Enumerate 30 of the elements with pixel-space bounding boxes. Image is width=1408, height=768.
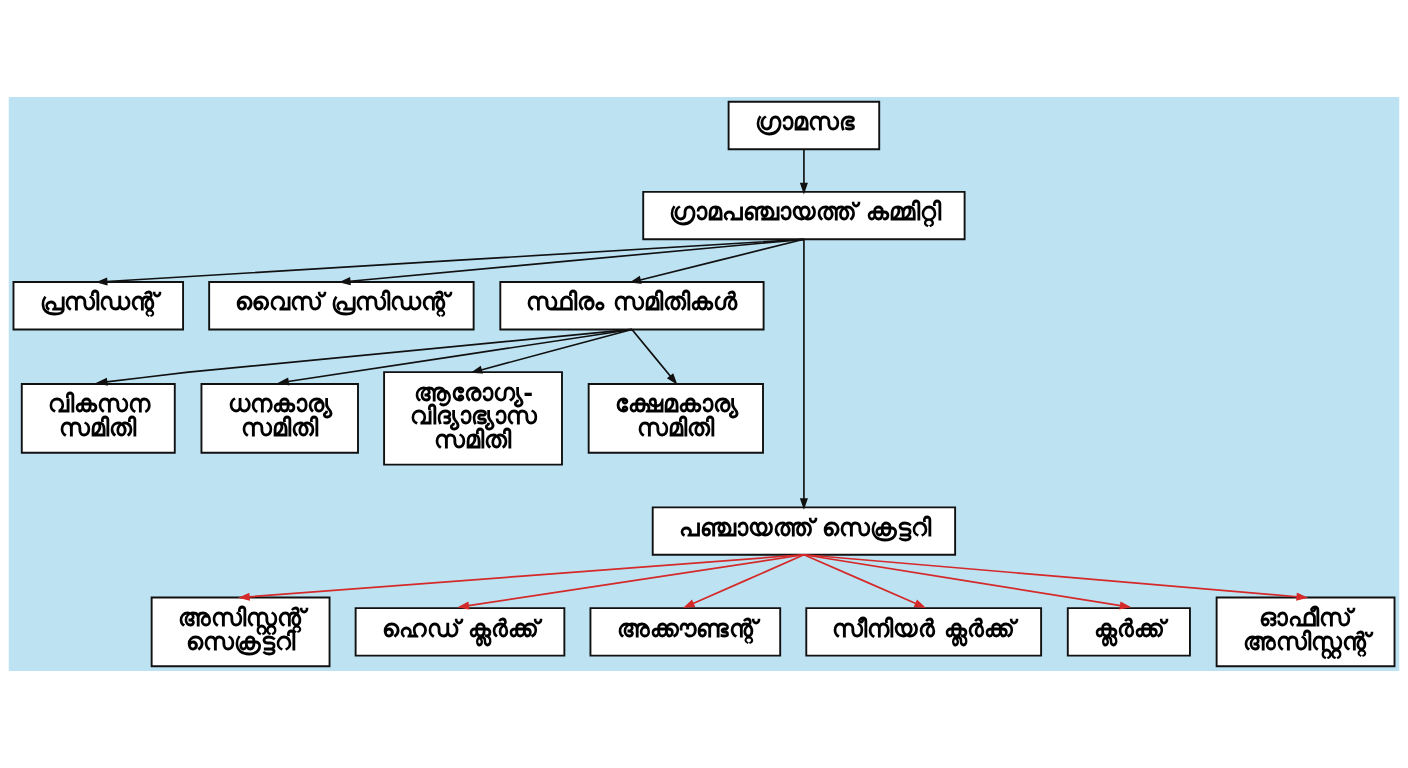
node-box: വികസന സമിതി — [20, 383, 176, 454]
node-box: പ്രസിഡന്റ് — [12, 281, 184, 331]
node-box: വൈസ് പ്രസിഡന്റ് — [208, 281, 475, 331]
arrow — [799, 238, 808, 510]
node-box: അക്കൗണ്ടന്റ് — [589, 607, 782, 657]
arrow — [803, 553, 1309, 601]
arrow — [799, 148, 808, 195]
arrow — [277, 328, 633, 386]
node-box: പഞ്ചായത്ത് സെക്രട്ടറി — [651, 506, 957, 556]
arrow — [95, 238, 805, 286]
arrow — [631, 328, 678, 385]
arrow — [683, 553, 805, 608]
arrow — [95, 328, 633, 386]
arrow — [457, 553, 805, 610]
arrow — [470, 328, 633, 374]
node-box: ഹെഡ് ക്ലർക്ക് — [354, 607, 566, 657]
node-box: ക്ഷേമകാര്യ സമിതി — [587, 383, 764, 454]
arrow — [803, 553, 1132, 610]
node-box: സീനിയർ ക്ലർക്ക് — [805, 607, 1043, 657]
arrow — [629, 238, 805, 284]
node-box: ഗ്രാമസഭ — [727, 100, 881, 151]
node-box: ആരോഗ്യ- വിദ്യാഭ്യാസ സമിതി — [383, 371, 563, 466]
node-box: ധനകാര്യ സമിതി — [200, 383, 359, 454]
node-box: അസിസ്റ്റന്റ് സെക്രട്ടറി — [150, 596, 331, 668]
node-box: ക്ലർക്ക് — [1066, 607, 1191, 657]
node-box: സ്ഥിരം സമിതികൾ — [499, 281, 765, 331]
node-box: ഓഫീസ് അസിസ്റ്റന്റ് — [1215, 596, 1396, 668]
arrow — [803, 553, 926, 608]
arrow — [338, 238, 805, 286]
node-box: ഗ്രാമപഞ്ചായത്ത് കമ്മിറ്റി — [642, 190, 966, 241]
